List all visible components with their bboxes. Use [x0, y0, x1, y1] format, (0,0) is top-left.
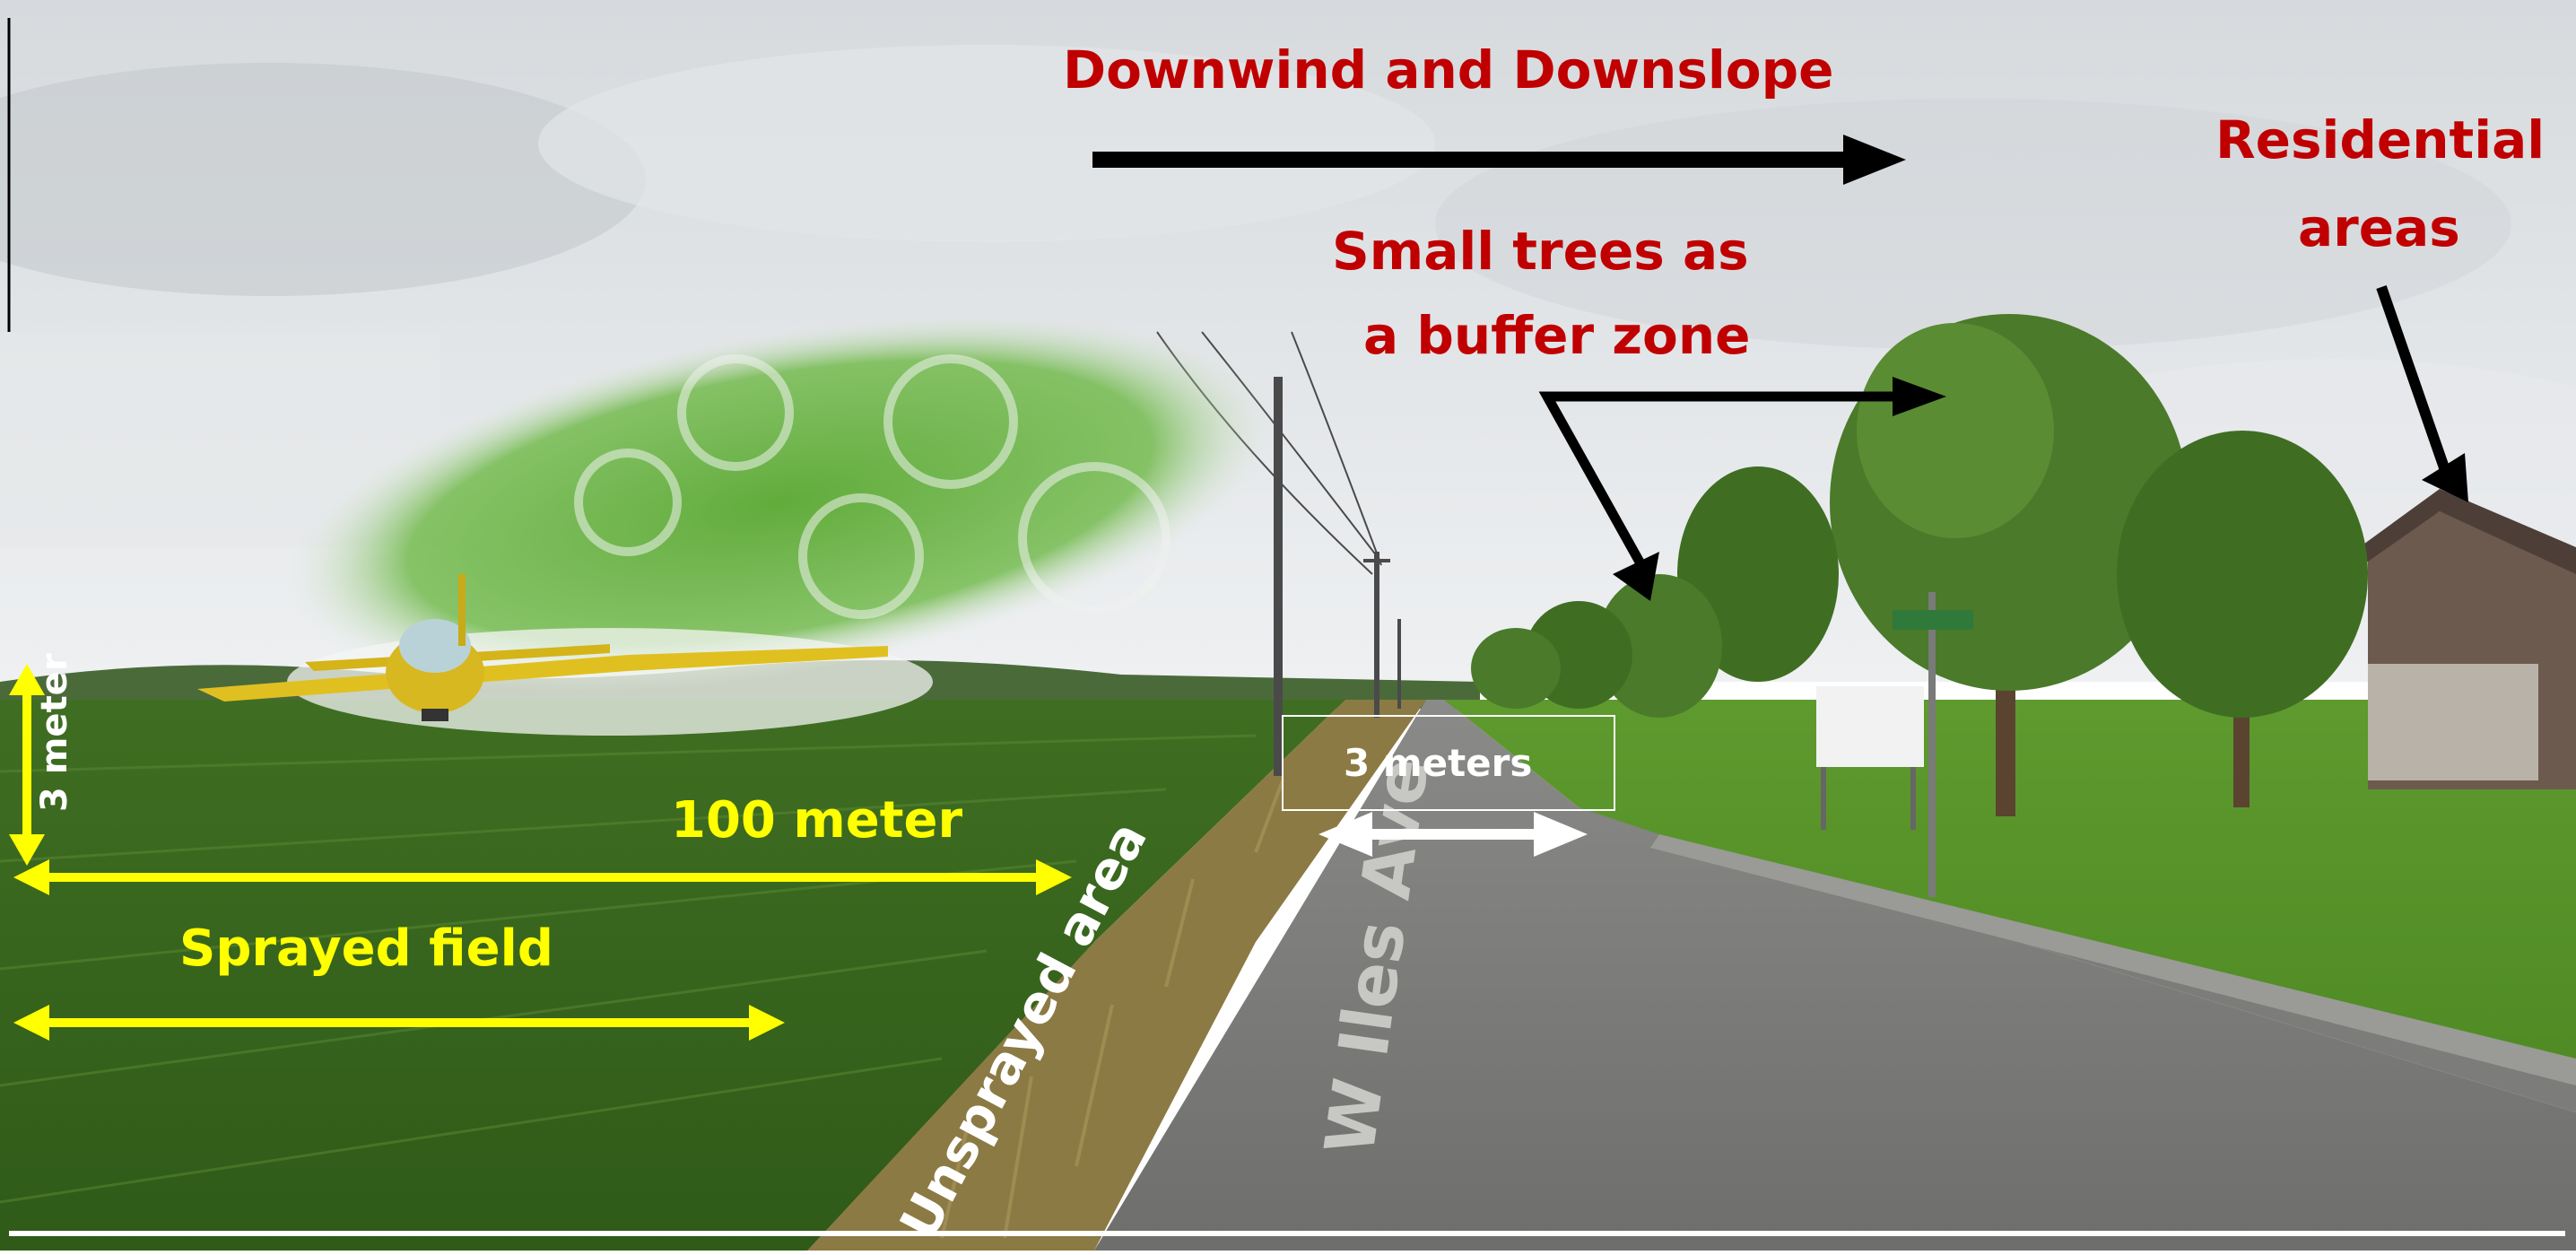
trees-label-line2: a buffer zone	[1363, 305, 1751, 366]
road-width-label: 3 meters	[1344, 741, 1533, 785]
buffer-zone-arrows	[1538, 377, 1946, 601]
downwind-label: Downwind and Downslope	[1063, 39, 1834, 100]
street-sign	[1816, 592, 1973, 897]
lawn	[1444, 700, 2576, 1076]
road-width-box	[1282, 715, 1615, 811]
residential-label-line1: Residential	[2215, 109, 2546, 170]
field-length-arrow	[13, 859, 1072, 895]
field-length-label: 100 meter	[671, 791, 963, 850]
height-label: 3 meter	[34, 653, 75, 812]
house	[2341, 489, 2576, 789]
trees-label-line1: Small trees as	[1332, 221, 1749, 282]
unsprayed-strip	[807, 700, 1426, 1251]
crop-duster-plane	[197, 574, 888, 721]
sprayed-field-label: Sprayed field	[179, 919, 553, 978]
road-width-arrow	[1318, 812, 1588, 857]
sprayed-field-arrow	[13, 1005, 785, 1041]
buffer-trees	[1471, 314, 2368, 816]
downwind-arrow	[1092, 135, 1906, 185]
height-arrow	[9, 664, 45, 866]
residential-arrow	[2376, 285, 2468, 502]
sprayed-field	[0, 700, 1345, 1251]
residential-label-line2: areas	[2298, 197, 2460, 258]
